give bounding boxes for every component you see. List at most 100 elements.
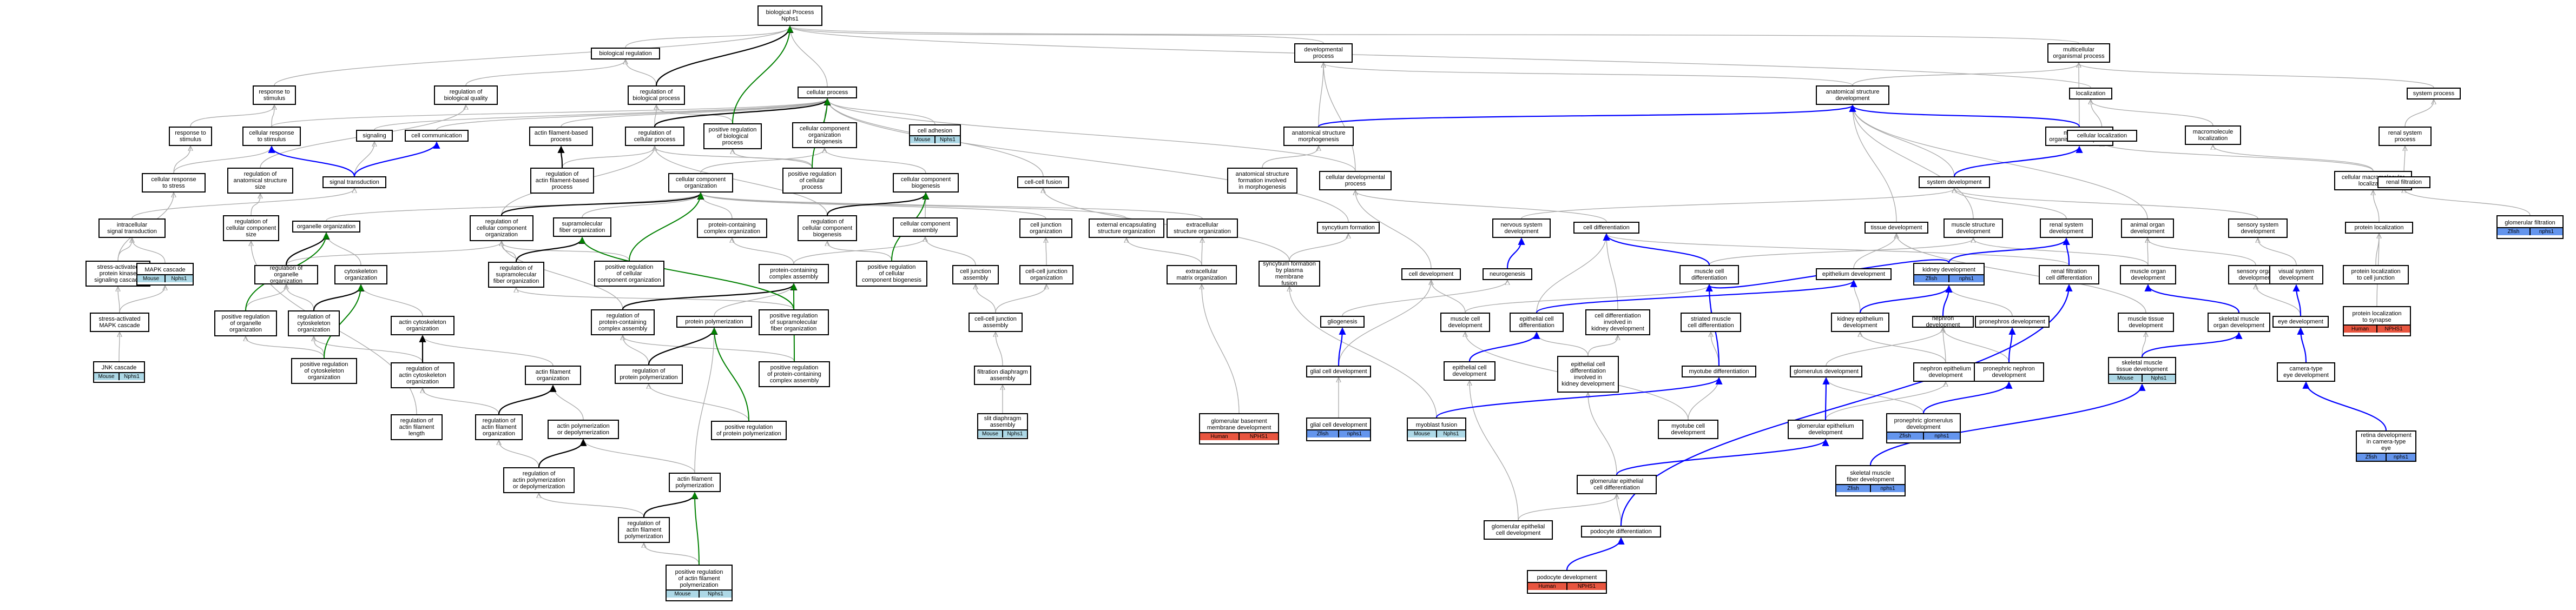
go-term-prpcca[interactable]: positive regulation of protein-containin…: [759, 361, 830, 387]
go-term-rafl[interactable]: regulation of actin filament length: [391, 414, 443, 440]
go-term-asm[interactable]: anatomical structure morphogenesis: [1283, 127, 1354, 146]
go-term-aod[interactable]: animal organ development: [2121, 218, 2174, 238]
go-term-rfcd[interactable]: renal filtration cell differentiation: [2039, 265, 2099, 284]
go-term-plcj[interactable]: protein localization to cell junction: [2343, 265, 2409, 284]
go-term-mcdev[interactable]: muscle cell development: [1440, 313, 1490, 332]
go-term-rbq[interactable]: regulation of biological quality: [434, 85, 498, 105]
go-term-afo[interactable]: actin filament organization: [525, 366, 581, 385]
go-term-iist[interactable]: intracellular signal transduction: [98, 218, 166, 238]
go-term-gcdev[interactable]: glial cell development: [1306, 366, 1371, 377]
go-term-rcsko[interactable]: regulation of cytoskeleton organization: [288, 310, 340, 336]
go-term-prbp[interactable]: positive regulation of biological proces…: [703, 123, 762, 149]
go-term-ccb[interactable]: cellular component biogenesis: [893, 173, 959, 193]
go-term-crstress[interactable]: cellular response to stress: [142, 173, 206, 193]
go-term-sig[interactable]: signaling: [356, 130, 393, 142]
go-term-vsd[interactable]: visual system development: [2269, 265, 2323, 284]
go-term-prcp[interactable]: positive regulation of cellular process: [782, 168, 842, 194]
go-term-prcco[interactable]: positive regulation of cellular componen…: [594, 261, 664, 287]
go-term-raco[interactable]: regulation of actin cytoskeleton organiz…: [391, 362, 454, 388]
go-term-sigtr[interactable]: signal transduction: [322, 176, 386, 188]
go-term-rbp[interactable]: regulation of biological process: [628, 85, 685, 105]
go-term-eco[interactable]: extracellular structure organization: [1167, 218, 1238, 238]
go-term-neurog[interactable]: neurogenesis: [1483, 268, 1532, 280]
go-term-rppol[interactable]: regulation of protein polymerization: [615, 364, 683, 384]
go-term-prccb[interactable]: positive regulation of cellular componen…: [856, 261, 927, 287]
go-term-sensd[interactable]: sensory system development: [2228, 218, 2288, 238]
go-term-epid[interactable]: epithelium development: [1816, 268, 1892, 280]
go-term-camd[interactable]: camera-type eye development: [2277, 362, 2335, 382]
go-term-pronephd[interactable]: pronephros development: [1975, 316, 2050, 328]
go-term-pcca[interactable]: protein-containing complex assembly: [759, 264, 829, 283]
go-term-cca[interactable]: cellular component assembly: [893, 217, 958, 237]
go-term-pcco[interactable]: protein-containing complex organization: [697, 218, 767, 238]
go-term-breg[interactable]: biological regulation: [591, 48, 660, 59]
go-term-smcd[interactable]: striated muscle cell differentiation: [1681, 313, 1741, 332]
go-term-gecdev[interactable]: glomerular epithelial cell development: [1484, 520, 1553, 540]
go-term-rccb[interactable]: regulation of cellular component biogene…: [798, 215, 857, 241]
go-term-rstim[interactable]: response to stimulus: [253, 85, 296, 105]
go-term-celldev[interactable]: cell development: [1401, 268, 1461, 280]
go-term-cskel[interactable]: cytoskeleton organization: [334, 265, 387, 284]
go-term-ccjo[interactable]: cell-cell junction organization: [1019, 265, 1073, 284]
go-term-rcco[interactable]: regulation of cellular component organiz…: [470, 215, 533, 241]
go-term-cco[interactable]: cellular component organization: [668, 173, 733, 193]
go-term-pnd[interactable]: pronephric nephron development: [1974, 362, 2044, 382]
go-term-glomd[interactable]: glomerulus development: [1790, 366, 1862, 377]
go-term-sysd[interactable]: system development: [1919, 176, 1990, 188]
go-term-prcsko[interactable]: positive regulation of cytoskeleton orga…: [291, 358, 357, 384]
go-term-ccob[interactable]: cellular component organization or bioge…: [792, 122, 857, 148]
go-term-ecdev[interactable]: epithelial cell development: [1444, 361, 1495, 381]
go-term-cmmloc[interactable]: cellular macromolecular localization: [2334, 171, 2412, 190]
go-term-ked[interactable]: kidney epithelium development: [1831, 313, 1889, 332]
go-term-asfm[interactable]: anatomical structure formation involved …: [1227, 168, 1297, 194]
go-term-emo[interactable]: extracellular matrix organization: [1167, 265, 1237, 284]
go-term-eeso[interactable]: external encapsulating structure organiz…: [1089, 218, 1164, 238]
go-term-syncf[interactable]: syncytium formation: [1317, 222, 1380, 234]
go-term-acsko[interactable]: actin cytoskeleton organization: [391, 316, 454, 335]
go-term-mtdiff[interactable]: myotube differentiation: [1682, 366, 1756, 377]
go-term-nephd[interactable]: nephron development: [1912, 315, 1974, 328]
go-term-cdp[interactable]: cellular developmental process: [1319, 171, 1392, 190]
go-term-gliog[interactable]: gliogenesis: [1320, 316, 1365, 328]
go-term-fda[interactable]: filtration diaphragm assembly: [974, 366, 1031, 385]
go-term-prppol[interactable]: positive regulation of protein polymeriz…: [711, 421, 787, 440]
go-term-ecdkd[interactable]: epithelial cell differentiation involved…: [1557, 356, 1619, 393]
go-term-devp[interactable]: developmental process: [1294, 43, 1353, 63]
go-term-rafbp[interactable]: regulation of actin filament-based proce…: [530, 168, 594, 194]
go-term-prsmfo[interactable]: positive regulation of supramolecular fi…: [759, 309, 829, 335]
go-term-bp[interactable]: biological Process Nphs1: [757, 5, 822, 26]
go-term-rstim2[interactable]: response to stimulus: [169, 127, 212, 146]
go-term-mmloc[interactable]: macromolecule localization: [2185, 125, 2241, 145]
go-term-mcd[interactable]: myotube cell development: [1658, 420, 1718, 439]
go-term-ned[interactable]: nephron epithelium development: [1913, 362, 1978, 382]
go-term-gecd[interactable]: glomerular epithelial cell differentiati…: [1577, 475, 1657, 494]
go-term-rapd[interactable]: regulation of actin polymerization or de…: [503, 467, 575, 493]
go-term-msd[interactable]: muscle structure development: [1943, 218, 2003, 238]
go-term-mcdiff[interactable]: muscle cell differentiation: [1679, 265, 1739, 284]
go-term-rcp[interactable]: regulation of cellular process: [625, 127, 684, 146]
go-term-proo[interactable]: positive regulation of organelle organiz…: [214, 310, 277, 336]
go-term-prafp[interactable]: positive regulation of actin filament po…: [666, 565, 733, 601]
go-term-oorg[interactable]: organelle organization: [292, 221, 360, 233]
go-term-rsmfo[interactable]: regulation of supramolecular fiber organ…: [488, 262, 544, 288]
go-term-crstim[interactable]: cellular response to stimulus: [242, 127, 301, 146]
go-term-cloc[interactable]: cellular localization: [2067, 130, 2137, 142]
go-term-sysp[interactable]: system process: [2407, 88, 2461, 100]
go-term-rccs[interactable]: regulation of cellular component size: [223, 215, 279, 241]
go-term-cdiff[interactable]: cell differentiation: [1573, 222, 1639, 234]
go-term-rass[interactable]: regulation of anatomical structure size: [227, 168, 293, 194]
go-term-cja[interactable]: cell junction assembly: [952, 265, 999, 284]
go-term-cdkd[interactable]: cell differentiation involved in kidney …: [1585, 309, 1650, 335]
go-term-rafp[interactable]: regulation of actin filament polymerizat…: [618, 517, 670, 543]
go-term-sfpm[interactable]: syncytium formation by plasma membrane f…: [1259, 261, 1320, 287]
go-term-rafo[interactable]: regulation of actin filament organizatio…: [475, 414, 523, 440]
go-term-afp[interactable]: actin filament polymerization: [669, 473, 721, 492]
